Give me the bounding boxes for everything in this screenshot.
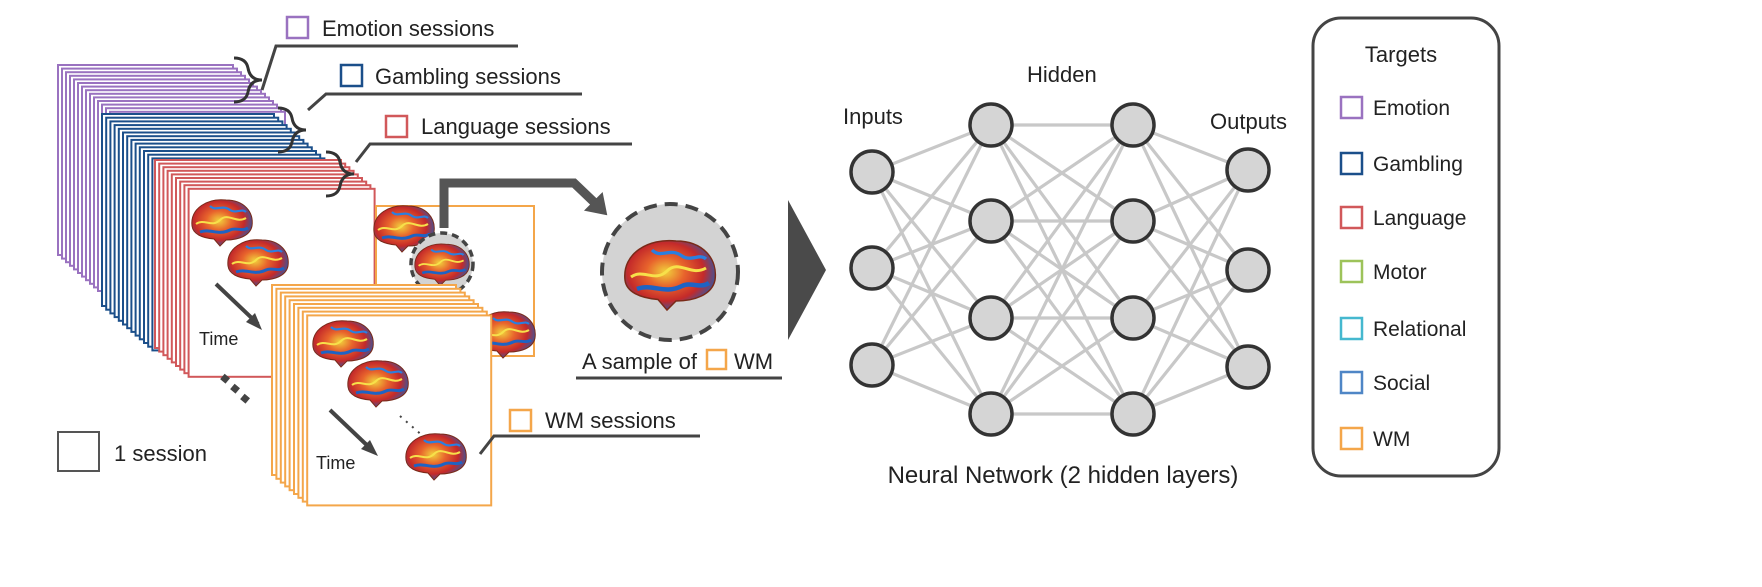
zoomed-sample: [600, 202, 740, 342]
targets-title: Targets: [1365, 42, 1437, 67]
network-edge: [1131, 169, 1250, 319]
hidden-label: Hidden: [1027, 62, 1097, 87]
target-label: Language: [1373, 207, 1466, 230]
inputs-label: Inputs: [843, 104, 903, 129]
network-edge: [989, 124, 1135, 319]
network-edge: [1131, 124, 1250, 271]
gambling-sessions-label: Gambling sessions: [375, 64, 561, 89]
brace: [277, 106, 307, 154]
time-label: Time: [316, 453, 355, 473]
one-session-legend: 1 session: [57, 431, 207, 472]
target-label: Social: [1373, 372, 1430, 395]
brace: [325, 150, 355, 198]
network-caption: Neural Network (2 hidden layers): [888, 462, 1239, 489]
network-edge: [989, 124, 1135, 415]
target-label: Gambling: [1373, 153, 1463, 176]
time-arrow: [328, 408, 374, 452]
hidden1-node: [968, 102, 1014, 148]
language-color-square: [384, 114, 409, 139]
gambling-color-square: [339, 63, 364, 88]
output-node: [1225, 247, 1271, 293]
network-edge: [1131, 169, 1250, 415]
language-sessions-callout: Language sessions: [325, 114, 632, 198]
target-color-square: [1339, 151, 1364, 176]
targets-box: [1311, 16, 1501, 478]
network-edge: [870, 124, 993, 366]
target-color-square: [1339, 95, 1364, 120]
network-nodes: [849, 102, 1271, 437]
gambling-sessions-callout: Gambling sessions: [277, 63, 582, 154]
brace: [233, 56, 263, 104]
wm-color-square: [508, 408, 533, 433]
input-node: [849, 245, 895, 291]
one-session-label: 1 session: [114, 441, 207, 466]
emotion-color-square: [285, 15, 310, 40]
more-sessions-ellipsis: [220, 373, 250, 404]
output-node: [1225, 147, 1271, 193]
sample-prefix: A sample of: [582, 349, 698, 374]
wm-sessions-label: WM sessions: [545, 408, 676, 433]
target-color-square: [1339, 426, 1364, 451]
target-label: Relational: [1373, 318, 1466, 341]
emotion-sessions-label: Emotion sessions: [322, 16, 494, 41]
network-edges: [870, 123, 1250, 416]
time-arrow-head: [361, 440, 378, 456]
targets-legend: Targets EmotionGamblingLanguageMotorRela…: [1311, 16, 1501, 478]
target-color-square: [1339, 259, 1364, 284]
hidden1-node: [968, 295, 1014, 341]
language-sessions-label: Language sessions: [421, 114, 611, 139]
network-edge: [870, 123, 993, 270]
wm-sessions-callout: WM sessions: [478, 408, 700, 455]
target-color-square: [1339, 205, 1364, 230]
wm-color-square: [705, 348, 728, 371]
time-label: Time: [199, 329, 238, 349]
language-session-front-card: Time: [190, 198, 290, 349]
flow-arrow: [788, 200, 826, 340]
sample-suffix: WM: [734, 349, 773, 374]
output-node: [1225, 344, 1271, 390]
target-label: Emotion: [1373, 97, 1450, 120]
hidden2-node: [1110, 198, 1156, 244]
hidden1-node: [968, 198, 1014, 244]
network-edge: [1131, 269, 1250, 415]
emotion-sessions-callout: Emotion sessions: [233, 15, 518, 104]
target-label: WM: [1373, 428, 1410, 451]
input-node: [849, 342, 895, 388]
network-edge: [870, 219, 993, 367]
outputs-label: Outputs: [1210, 109, 1287, 134]
target-label: Motor: [1373, 261, 1427, 284]
hidden2-node: [1110, 102, 1156, 148]
time-arrow-head: [246, 313, 262, 330]
hidden2-node: [1110, 391, 1156, 437]
network-edge: [990, 123, 1134, 223]
input-node: [849, 149, 895, 195]
network-edge: [989, 220, 1135, 415]
target-color-square: [1339, 370, 1364, 395]
target-color-square: [1339, 316, 1364, 341]
hidden2-node: [1110, 295, 1156, 341]
zoom-arrow: [439, 178, 608, 228]
session-square: [57, 431, 100, 472]
network-edge: [990, 316, 1134, 416]
hidden1-node: [968, 391, 1014, 437]
sample-caption: A sample of WM: [576, 348, 782, 380]
wm-session-front-card: Time: [311, 319, 468, 482]
